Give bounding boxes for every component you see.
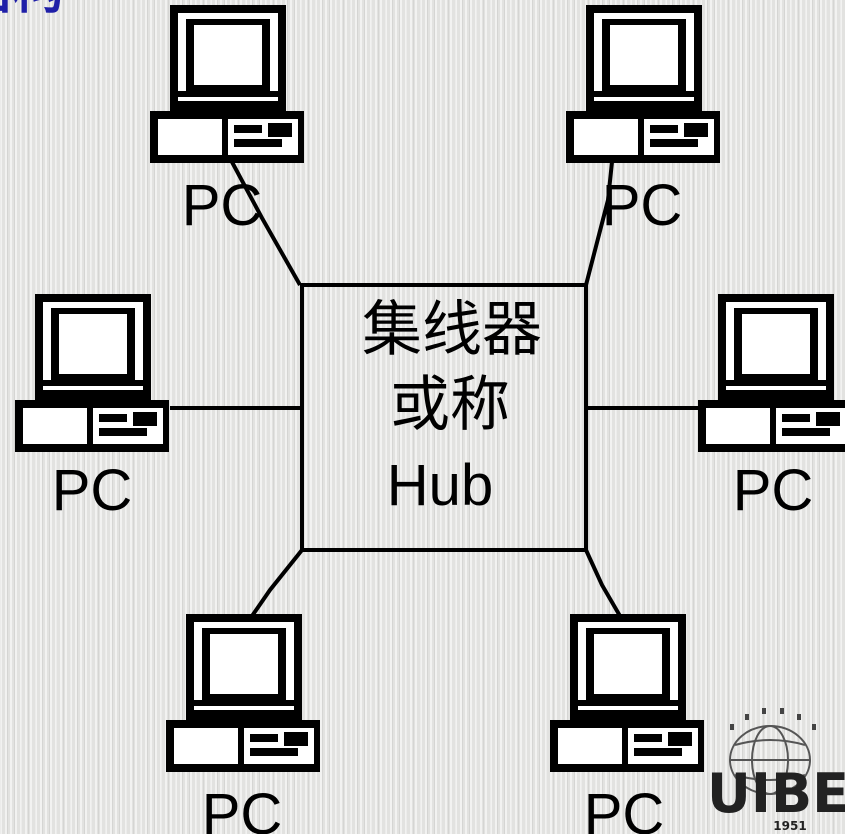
pc-node-bottom-right: PC [550,614,704,834]
link-bottom-right [584,549,622,618]
hub: 集线器 或称 Hub [300,283,588,552]
pc-label: PC [584,782,665,834]
pc-label: PC [52,458,133,523]
connection-lines [170,161,700,618]
hub-label-line3: Hub [387,453,493,518]
link-top-left [230,161,302,286]
computer-icon [550,614,704,772]
pc-node-mid-right: PC [698,294,845,523]
pc-label: PC [202,782,283,834]
logo-text: UIBE [707,762,845,825]
hub-label-line2: 或称 [390,370,510,440]
page-title-fragment: 结构 [0,0,64,21]
pc-node-mid-left: PC [15,294,169,523]
pc-label: PC [602,173,683,238]
link-top-right [584,161,614,286]
hub-box [300,283,588,552]
computer-icon [166,614,320,772]
logo-arc-marks [730,708,816,730]
computer-icon [566,5,720,163]
pc-node-bottom-left: PC [166,614,320,834]
pc-node-top-left: PC [150,5,304,238]
computer-icon [15,294,169,452]
pc-label: PC [733,458,814,523]
globe-icon [729,725,811,795]
uibe-logo: UIBE 1951 [707,708,845,833]
logo-year: 1951 [773,819,806,833]
computer-icon [150,5,304,163]
link-bottom-left [250,548,304,618]
pc-label: PC [182,173,263,238]
pc-node-top-right: PC [566,5,720,238]
computer-icon [698,294,845,452]
hub-label-line1: 集线器 [362,295,542,365]
